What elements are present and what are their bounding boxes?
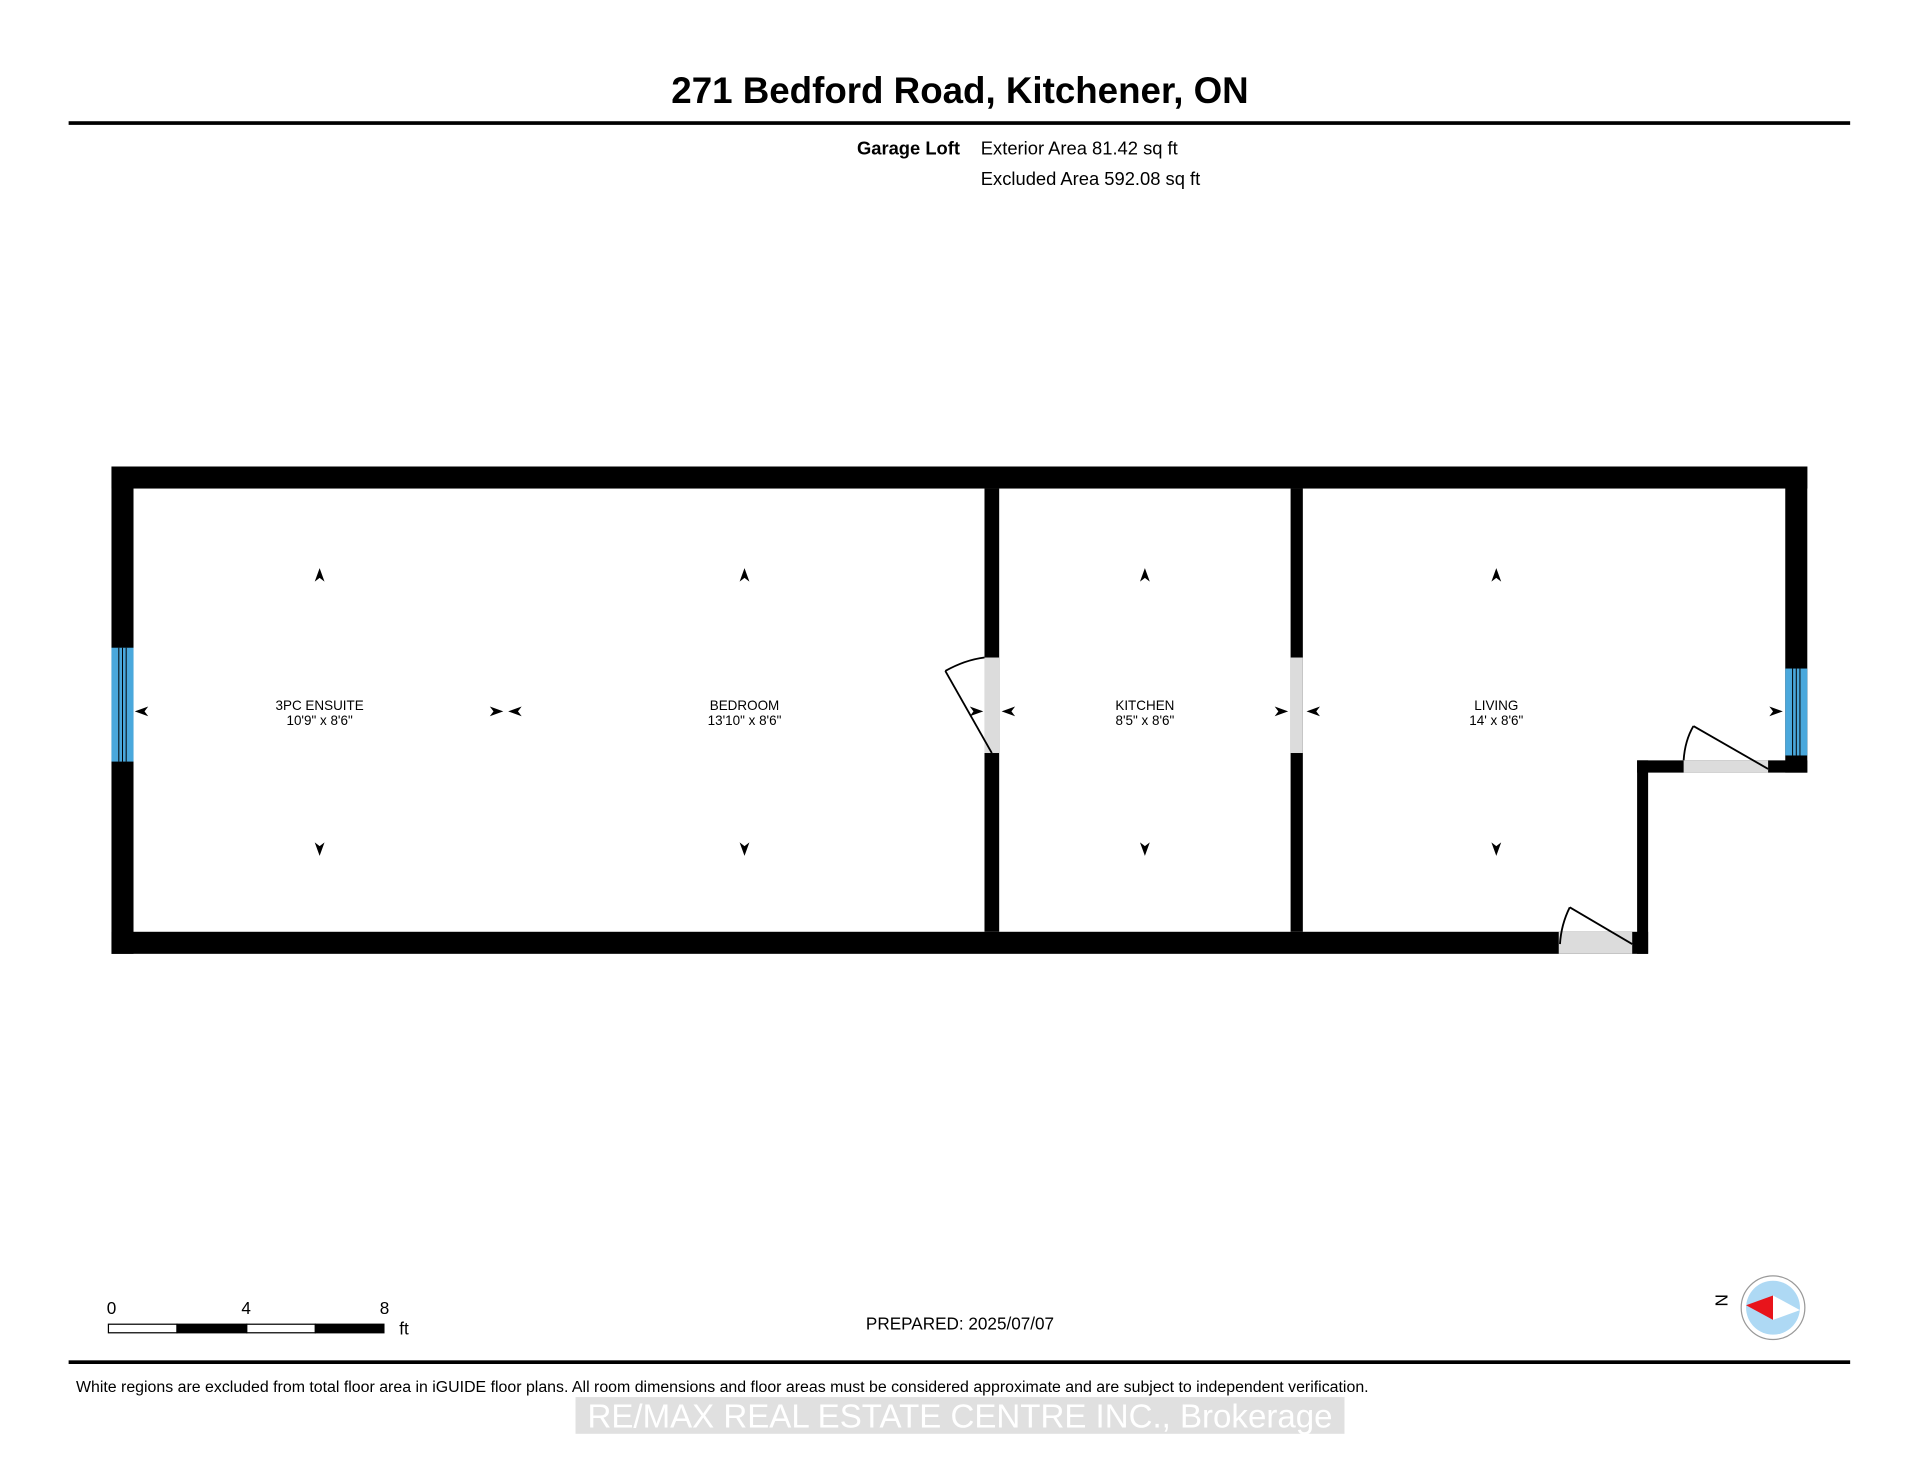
wall-step-vertical [1637,760,1649,954]
wall-bottom [111,931,1649,954]
door-opening-bedroom-kitchen [984,657,1000,754]
dimension-arrow-right [489,706,504,717]
room-dims-bedroom: 13'10" x 8'6" [708,713,782,728]
dimension-arrow-down [1491,842,1502,856]
dimension-arrow-right [969,706,984,717]
opening-kitchen-living [1290,657,1303,754]
wall-top [111,466,1808,489]
window-right [1785,668,1808,756]
header-rule [68,121,1851,125]
scale-label-8: 8 [380,1298,390,1318]
scale-bar [107,1323,385,1334]
floor-name: Garage Loft [857,137,960,158]
dimension-arrow-up [1139,568,1150,582]
walls [111,466,1808,954]
door-swing-bedroom [944,656,993,754]
scale-label-0: 0 [107,1298,117,1318]
dimension-arrow-up [314,568,325,582]
prepared-date: PREPARED: 2025/07/07 [866,1314,1054,1334]
excluded-area: Excluded Area 592.08 sq ft [981,168,1200,189]
door-opening-bottom [1558,931,1633,954]
dimension-arrow-down [739,842,750,856]
room-dims-ensuite: 10'9" x 8'6" [286,713,353,728]
footer-rule [68,1360,1851,1365]
scale-label-4: 4 [241,1298,251,1318]
page-title: 271 Bedford Road, Kitchener, ON [671,70,1248,111]
dimension-arrows [134,568,1783,856]
dimension-arrow-up [1491,568,1502,582]
room-name-living: LIVING [1474,698,1518,713]
dimension-arrow-left [1306,706,1320,717]
compass-north-label: N [1712,1294,1732,1306]
dimension-arrow-right [1769,706,1783,717]
window-left [111,647,134,762]
dimension-arrow-right [1274,706,1289,717]
scale-unit: ft [399,1319,409,1339]
dimension-arrow-down [314,842,325,856]
room-name-ensuite: 3PC ENSUITE [276,698,364,713]
door-swing-bottom [1559,906,1633,945]
door-opening-step [1683,760,1769,773]
room-name-kitchen: KITCHEN [1115,698,1174,713]
room-dims-kitchen: 8'5" x 8'6" [1115,713,1174,728]
watermark-background [575,1397,1345,1434]
disclaimer: White regions are excluded from total fl… [76,1379,1369,1396]
north-compass-icon: N [1712,1275,1806,1341]
room-name-bedroom: BEDROOM [710,698,780,713]
room-dims-living: 14' x 8'6" [1469,713,1523,728]
dimension-arrow-left [508,706,522,717]
dimension-arrow-left [134,706,149,717]
watermark: RE/MAX REAL ESTATE CENTRE INC., Brokerag… [588,1399,1333,1436]
dimension-arrow-down [1139,842,1150,856]
door-swing-step [1682,725,1769,770]
exterior-area: Exterior Area 81.42 sq ft [981,137,1178,158]
dimension-arrow-left [1001,706,1016,717]
dimension-arrow-up [739,568,750,582]
